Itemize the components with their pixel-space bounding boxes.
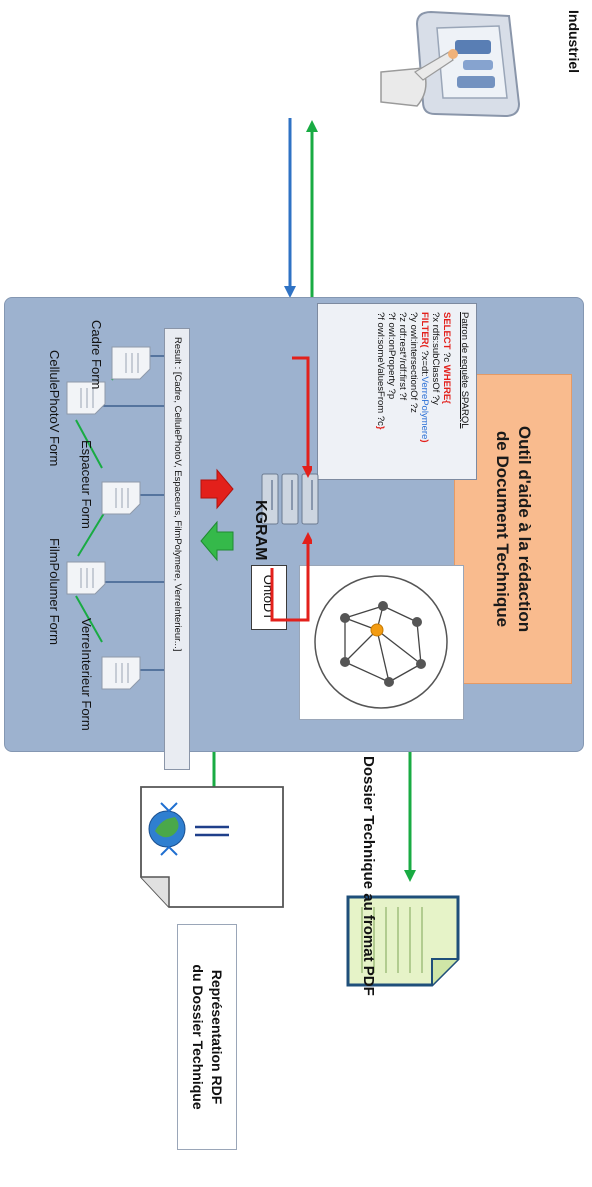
ontology-graph-icon [314, 575, 448, 709]
form-label-verreinterieur: VerreInterieur Form [79, 618, 94, 731]
pdf-document-icon [346, 895, 460, 987]
form-doc-icon-verreinterieur [101, 656, 141, 690]
sparql-select-keyword: SELECT [441, 312, 452, 350]
form-label-cellulephotov: CellulePhotoV Form [47, 350, 62, 467]
arrow-head-blue [284, 286, 296, 298]
pdf-output-label: Dossier Technique au fromat PDF [360, 756, 377, 996]
sparql-query-box: Patron de requête SPARQL SELECT ?c WHERE… [317, 303, 477, 480]
form-label-filmpolymer: FilmPolumer Form [47, 538, 62, 645]
form-label-espaceur: Espaceur Form [79, 440, 94, 529]
sparql-close-brace: } [375, 425, 386, 430]
sparql-line-5: ?z rdf:rest*/rdf:first ?f [397, 312, 408, 401]
kgram-server-icon [261, 473, 319, 525]
sparql-title: Patron de requête SPARQL [459, 312, 470, 429]
sparql-filter-end: ) [419, 439, 430, 443]
rdf-document-icon [140, 786, 284, 908]
arrow-head-green [306, 120, 318, 132]
sparql-line-4: ?y owl:intersectionOf ?z [408, 312, 419, 413]
form-doc-icon-cellulephotov [66, 381, 106, 415]
form-doc-icon-cadre [111, 346, 151, 380]
sparql-line-2: ?x rdfs:subClassOf ?y [430, 312, 441, 405]
kgram-connectors [270, 356, 312, 622]
sparql-line-1: SELECT ?c WHERE{ [441, 312, 452, 471]
rdf-output-label: Représentation RDF du Dossier Technique [177, 924, 237, 1150]
industriel-arrows [284, 118, 318, 300]
sparql-line-6: ?f owl:onProperty ?p [386, 312, 397, 400]
connector-sparql-to-kgram [292, 356, 310, 470]
sparql-filter-var: ?x=dt: [419, 347, 430, 377]
ontology-graph-box [299, 565, 464, 720]
sparql-where-keyword: WHERE{ [441, 364, 452, 404]
green-block-arrow [200, 520, 234, 562]
sparql-line-3: FILTER( ?x=dt:VerrePolymere) [419, 312, 430, 471]
red-block-arrow [200, 468, 234, 510]
sparql-line-7-text: ?f owl:someValuesFrom ?c [375, 312, 386, 426]
connector-ontology-to-kgram [270, 540, 310, 622]
tool-title-line2: de Document Technique [493, 430, 512, 628]
form-doc-icon-filmpolymer [66, 561, 106, 595]
sparql-line-7: ?f owl:someValuesFrom ?c} [375, 312, 386, 471]
form-doc-icon-espaceur [101, 481, 141, 515]
tool-title-line1: Outil d'aide à la rédaction [515, 425, 534, 633]
sparql-filter-keyword: FILTER( [419, 312, 430, 348]
rdf-label-line2: du Dossier Technique [190, 964, 206, 1110]
industriel-label: Industriel [566, 10, 582, 74]
industriel-user-icon [380, 10, 521, 118]
sparql-select-var: ?c [441, 349, 452, 365]
form-label-cadre: Cadre Form [89, 320, 104, 390]
sparql-filter-class: VerrePolymere [419, 376, 430, 440]
rdf-label-line1: Représentation RDF [209, 969, 225, 1105]
